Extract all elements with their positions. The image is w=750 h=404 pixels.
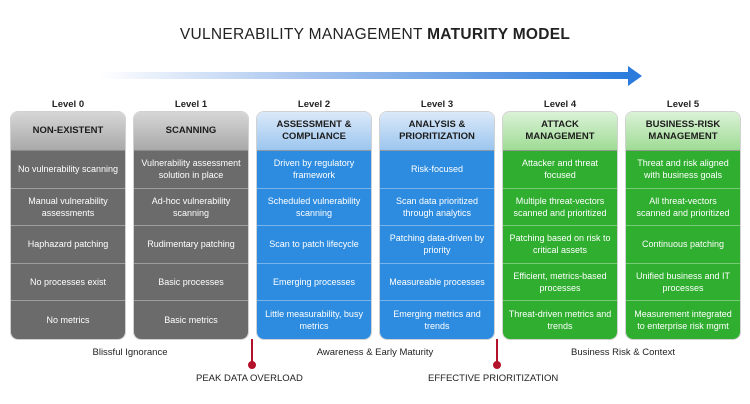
marker-label-effective-prioritization: EFFECTIVE PRIORITIZATION bbox=[428, 373, 559, 384]
level-3-cell-2: Scan data prioritized through analytics bbox=[380, 189, 494, 227]
level-0-cell-2: Manual vulnerability assessments bbox=[11, 189, 125, 227]
level-4-cell-5: Threat-driven metrics and trends bbox=[508, 309, 612, 332]
level-3-body: Risk-focused Scan data prioritized throu… bbox=[380, 151, 494, 339]
level-3-cell-4: Measureable processes bbox=[380, 264, 494, 302]
level-1-body: Vulnerability assessment solution in pla… bbox=[134, 151, 248, 339]
arrow-head-icon bbox=[628, 66, 642, 86]
title-regular: VULNERABILITY MANAGEMENT bbox=[179, 26, 423, 43]
level-2-header: ASSESSMENT & COMPLIANCE bbox=[257, 112, 371, 151]
level-3-cell-3: Patching data-driven by priority bbox=[380, 226, 494, 264]
level-0-cell-5: No metrics bbox=[46, 315, 90, 326]
level-3-column: ANALYSIS & PRIORITIZATION Risk-focused S… bbox=[380, 112, 494, 339]
level-4-header: ATTACK MANAGEMENT bbox=[503, 112, 617, 151]
level-4-cell-3: Patching based on risk to critical asset… bbox=[503, 226, 617, 264]
level-5-column: BUSINESS-RISK MANAGEMENT Threat and risk… bbox=[626, 112, 740, 339]
level-1-header: SCANNING bbox=[134, 112, 248, 151]
phase-label-blissful-ignorance: Blissful Ignorance bbox=[92, 347, 168, 358]
level-4-cell-2: Multiple threat-vectors scanned and prio… bbox=[503, 189, 617, 227]
maturity-progress-arrow bbox=[100, 66, 642, 86]
marker-line-peak-data-overload bbox=[251, 339, 253, 364]
level-3-label: Level 3 bbox=[420, 99, 454, 110]
level-5-cell-2: All threat-vectors scanned and prioritiz… bbox=[626, 189, 740, 227]
level-4-column: ATTACK MANAGEMENT Attacker and threat fo… bbox=[503, 112, 617, 339]
marker-line-effective-prioritization bbox=[496, 339, 498, 364]
arrow-shaft bbox=[100, 72, 632, 79]
marker-dot-peak-data-overload bbox=[247, 361, 256, 369]
level-0-column: NON-EXISTENT No vulnerability scanning M… bbox=[11, 112, 125, 339]
level-0-label: Level 0 bbox=[51, 99, 85, 110]
phase-label-awareness: Awareness & Early Maturity bbox=[316, 347, 434, 358]
level-5-header: BUSINESS-RISK MANAGEMENT bbox=[626, 112, 740, 151]
level-1-cell-3: Rudimentary patching bbox=[134, 226, 248, 264]
level-2-cell-4: Emerging processes bbox=[257, 264, 371, 302]
level-5-body: Threat and risk aligned with business go… bbox=[626, 151, 740, 339]
level-1-cell-1: Vulnerability assessment solution in pla… bbox=[134, 151, 248, 189]
level-5-label: Level 5 bbox=[666, 99, 700, 110]
level-5-cell-3: Continuous patching bbox=[626, 226, 740, 264]
level-5-cell-4: Unified business and IT processes bbox=[626, 264, 740, 302]
level-1-cell-4: Basic processes bbox=[134, 264, 248, 302]
level-0-cell-1: No vulnerability scanning bbox=[11, 151, 125, 189]
level-0-body: No vulnerability scanning Manual vulnera… bbox=[11, 151, 125, 339]
level-2-label: Level 2 bbox=[297, 99, 331, 110]
marker-label-peak-data-overload: PEAK DATA OVERLOAD bbox=[196, 373, 303, 384]
level-1-cell-2: Ad-hoc vulnerability scanning bbox=[134, 189, 248, 227]
title-bold: MATURITY MODEL bbox=[427, 26, 571, 43]
level-1-column: SCANNING Vulnerability assessment soluti… bbox=[134, 112, 248, 339]
level-1-cell-5: Basic metrics bbox=[164, 315, 218, 326]
level-4-label: Level 4 bbox=[543, 99, 577, 110]
level-2-cell-2: Scheduled vulnerability scanning bbox=[257, 189, 371, 227]
level-2-body: Driven by regulatory framework Scheduled… bbox=[257, 151, 371, 339]
level-4-body: Attacker and threat focused Multiple thr… bbox=[503, 151, 617, 339]
level-1-label: Level 1 bbox=[174, 99, 208, 110]
level-0-cell-4: No processes exist bbox=[11, 264, 125, 302]
level-2-cell-3: Scan to patch lifecycle bbox=[257, 226, 371, 264]
level-3-cell-5: Emerging metrics and trends bbox=[393, 309, 481, 332]
level-4-cell-1: Attacker and threat focused bbox=[503, 151, 617, 189]
level-3-cell-1: Risk-focused bbox=[380, 151, 494, 189]
phase-label-business-risk: Business Risk & Context bbox=[570, 347, 675, 358]
diagram-title: VULNERABILITY MANAGEMENT MATURITY MODEL bbox=[0, 26, 750, 44]
level-5-cell-1: Threat and risk aligned with business go… bbox=[626, 151, 740, 189]
level-2-cell-5: Little measurability, busy metrics bbox=[265, 309, 363, 332]
level-4-cell-4: Efficient, metrics-based processes bbox=[503, 264, 617, 302]
level-5-cell-5: Measurement integrated to enterprise ris… bbox=[634, 309, 732, 332]
level-3-header: ANALYSIS & PRIORITIZATION bbox=[380, 112, 494, 151]
level-2-cell-1: Driven by regulatory framework bbox=[257, 151, 371, 189]
level-0-cell-3: Haphazard patching bbox=[11, 226, 125, 264]
marker-dot-effective-prioritization bbox=[492, 361, 501, 369]
level-0-header: NON-EXISTENT bbox=[11, 112, 125, 151]
level-2-column: ASSESSMENT & COMPLIANCE Driven by regula… bbox=[257, 112, 371, 339]
